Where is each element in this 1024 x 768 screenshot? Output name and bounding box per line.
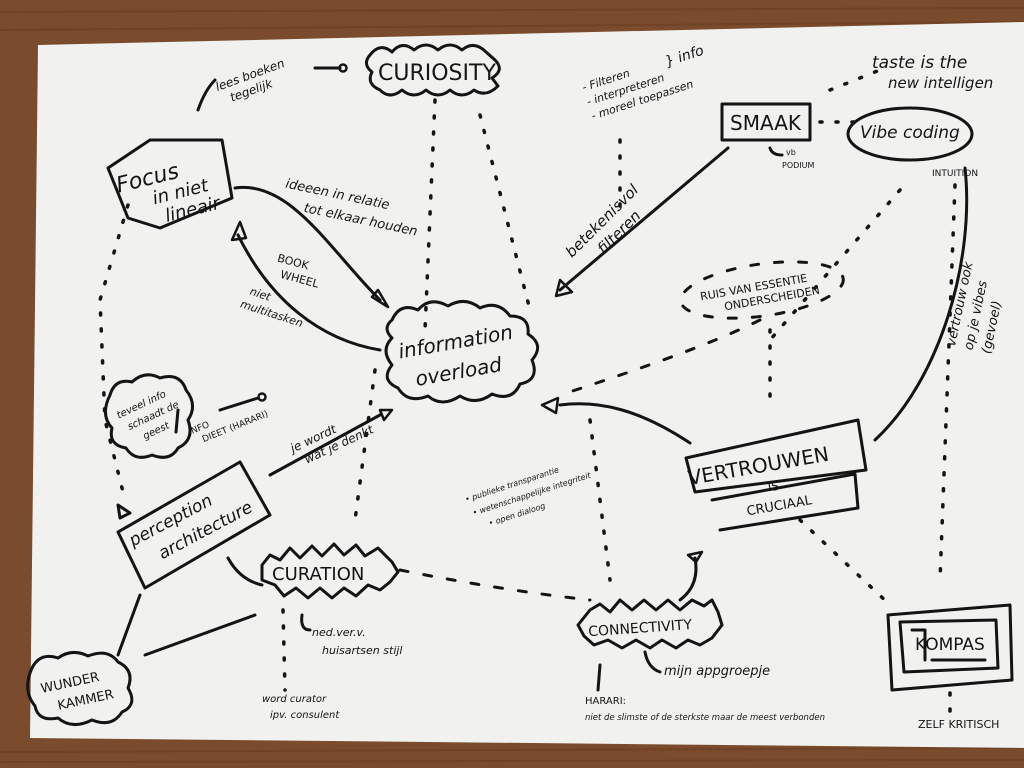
taste-line-2: new intelligen xyxy=(888,74,993,92)
harari-label: HARARI: xyxy=(585,696,626,707)
intuition-label: INTUITION xyxy=(932,169,978,179)
curiosity-cloud xyxy=(365,43,501,97)
perception-box xyxy=(116,460,272,590)
word-curator-line-2: ipv. consulent xyxy=(270,710,340,721)
curiosity-label: CURIOSITY xyxy=(378,61,496,86)
taste-line-1: taste is the xyxy=(872,53,967,73)
teveel-info-cloud xyxy=(104,373,194,459)
kompas-label: KOMPAS xyxy=(915,635,985,655)
focus-box xyxy=(106,138,234,230)
ned-ver-line-2: huisartsen stijl xyxy=(322,644,403,657)
harari-quote: niet de slimste of de sterkste maar de m… xyxy=(585,713,825,723)
connectors xyxy=(98,63,969,714)
connectivity-label: CONNECTIVITY xyxy=(588,617,693,640)
word-curator-line-1: word curator xyxy=(262,694,327,705)
podium-label: PODIUM xyxy=(782,161,814,170)
focus-text: Focus in niet lineair xyxy=(114,159,224,227)
vb-label: vb xyxy=(786,148,796,157)
connectivity-spiky xyxy=(576,598,724,650)
svg-text:niet: niet xyxy=(248,285,273,304)
smaak-label: SMAAK xyxy=(730,111,802,135)
wunderkammer-cloud xyxy=(26,651,134,726)
vertrouwen-boxes xyxy=(684,418,868,532)
vibe-coding-label: Vibe coding xyxy=(860,123,960,143)
ned-ver-line-1: ned.ver.v. xyxy=(312,626,366,639)
overload-cloud xyxy=(384,300,540,404)
zelf-kritisch-label: ZELF KRITISCH xyxy=(918,718,999,731)
paper-sheet xyxy=(30,22,1024,748)
mijn-app-label: mijn appgroepje xyxy=(664,664,770,679)
ruis-dashed-ellipse xyxy=(679,260,845,320)
kompas-boxes xyxy=(886,603,1014,692)
smaak-box xyxy=(720,102,812,142)
vibe-coding-ellipse xyxy=(846,106,974,162)
curation-label: CURATION xyxy=(272,564,364,585)
svg-text:IS: IS xyxy=(767,479,780,495)
curation-spiky xyxy=(260,542,400,600)
wood-grain xyxy=(0,7,1024,763)
